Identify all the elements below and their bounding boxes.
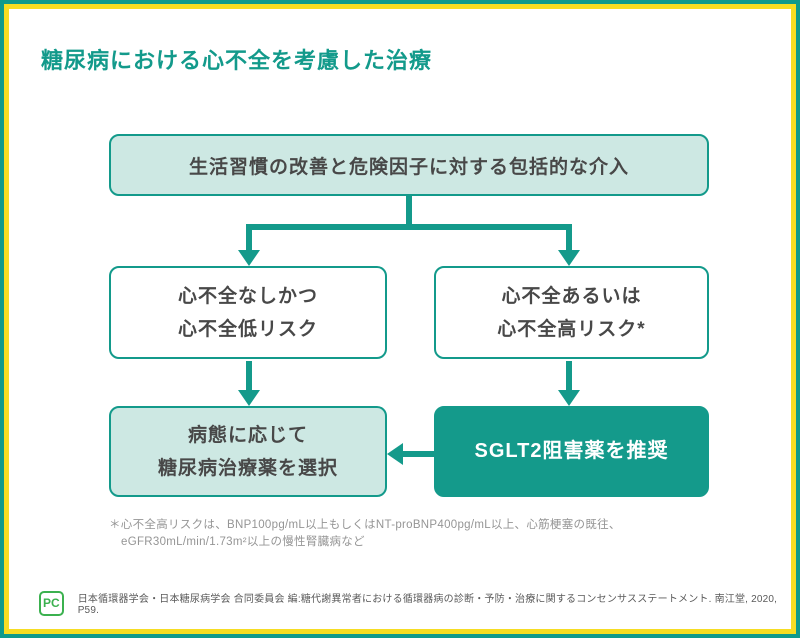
flow-box-comprehensive-intervention: 生活習慣の改善と危険因子に対する包括的な介入 <box>109 134 709 196</box>
flow-box-heart-failure-high-risk: 心不全あるいは 心不全高リスク* <box>434 266 709 359</box>
footnote-line2: eGFR30mL/min/1.73m²以上の慢性腎臓病など <box>121 536 365 548</box>
flow-box-label-line2: 糖尿病治療薬を選択 <box>157 457 338 479</box>
connector-horizontal-line <box>246 224 572 230</box>
connector-stem-line <box>406 196 412 230</box>
flow-box-label: SGLT2阻害薬を推奨 <box>474 440 669 462</box>
flow-box-label-line1: 心不全あるいは <box>501 285 642 307</box>
arrow-shaft-line <box>403 451 434 457</box>
flow-box-label-line2: 心不全低リスク <box>177 318 318 340</box>
flow-box-label-line1: 心不全なしかつ <box>177 285 318 307</box>
arrow-shaft-line <box>566 361 572 392</box>
arrow-down-icon <box>558 390 580 406</box>
flow-box-no-heart-failure-low-risk: 心不全なしかつ 心不全低リスク <box>109 266 387 359</box>
connector-right-drop-line <box>566 224 572 252</box>
connector-left-drop-line <box>246 224 252 252</box>
flow-box-select-diabetes-drug: 病態に応じて 糖尿病治療薬を選択 <box>109 406 387 497</box>
arrow-down-icon <box>238 390 260 406</box>
citation-text: 日本循環器学会・日本糖尿病学会 合同委員会 編:糖代謝異常者における循環器病の診… <box>77 594 778 616</box>
arrow-down-icon <box>238 250 260 266</box>
flow-box-label: 生活習慣の改善と危険因子に対する包括的な介入 <box>188 156 629 178</box>
flow-box-recommend-sglt2-inhibitor: SGLT2阻害薬を推奨 <box>434 406 709 497</box>
pc-logo-text: PC <box>43 596 60 610</box>
flow-box-label-line1: 病態に応じて <box>187 424 308 446</box>
pc-logo-icon: PC <box>39 590 64 616</box>
page-title: 糖尿病における心不全を考慮した治療 <box>41 48 433 73</box>
footnote: ＊心不全高リスクは、BNP100pg/mL以上もしくはNT-proBNP400p… <box>109 517 621 551</box>
footnote-line1: ＊心不全高リスクは、BNP100pg/mL以上もしくはNT-proBNP400p… <box>109 519 621 531</box>
arrow-down-icon <box>558 250 580 266</box>
slide-inner-frame: 糖尿病における心不全を考慮した治療 生活習慣の改善と危険因子に対する包括的な介入… <box>4 4 796 634</box>
arrow-left-icon <box>387 443 403 465</box>
flow-box-label-line2: 心不全高リスク* <box>497 318 646 340</box>
footer: PC 日本循環器学会・日本糖尿病学会 合同委員会 編:糖代謝異常者における循環器… <box>39 590 791 616</box>
arrow-shaft-line <box>246 361 252 392</box>
flowchart-canvas: 糖尿病における心不全を考慮した治療 生活習慣の改善と危険因子に対する包括的な介入… <box>9 9 791 629</box>
